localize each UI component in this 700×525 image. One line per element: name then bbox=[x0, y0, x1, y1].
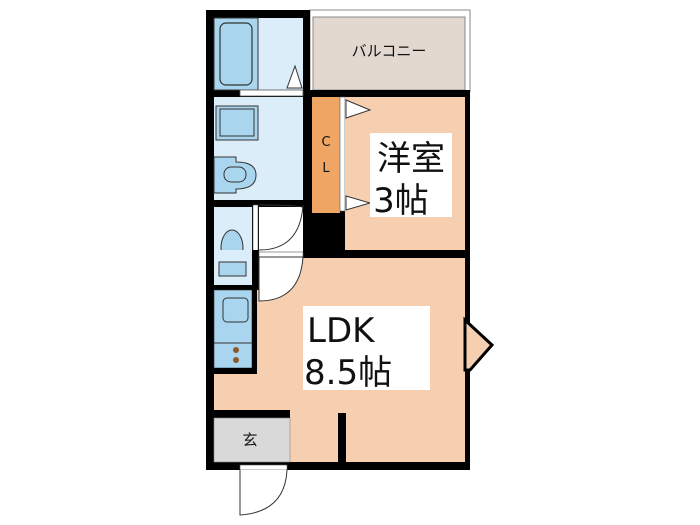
ldk-door bbox=[258, 251, 304, 258]
ldk-door-swing bbox=[258, 256, 304, 302]
wall bbox=[206, 368, 257, 374]
western-room-name: 洋室 bbox=[377, 139, 445, 179]
partition-wall bbox=[338, 413, 346, 470]
closet bbox=[312, 97, 340, 213]
western-room-size: 3帖 bbox=[373, 181, 429, 221]
closet-label-l: L bbox=[322, 161, 330, 176]
ldk-label-bg bbox=[303, 306, 430, 390]
closet-door-icon bbox=[345, 99, 372, 119]
entrance-label: 玄 bbox=[242, 431, 257, 449]
western-room-label-bg bbox=[370, 133, 452, 217]
balcony-label: バルコニー bbox=[352, 42, 427, 60]
toilet-tank-icon bbox=[218, 261, 247, 277]
closet-label-c: C bbox=[321, 135, 330, 150]
toilet-door bbox=[252, 204, 259, 254]
ldk-size: 8.5帖 bbox=[304, 353, 392, 393]
wall bbox=[252, 288, 257, 370]
hall bbox=[259, 207, 303, 258]
kitchen-sink bbox=[222, 297, 249, 323]
bathtub-inner bbox=[219, 22, 253, 86]
toilet-door-swing bbox=[258, 204, 304, 251]
ldk-name: LDK bbox=[307, 311, 376, 351]
bath-door-icon bbox=[286, 64, 303, 89]
wall bbox=[252, 250, 259, 290]
bath-door bbox=[239, 89, 304, 97]
entrance-door-swing bbox=[239, 469, 288, 516]
washbasin-inner bbox=[219, 108, 255, 137]
wall bbox=[206, 200, 258, 207]
wall bbox=[206, 410, 290, 418]
entrance-door bbox=[239, 464, 288, 471]
closet-door bbox=[339, 96, 346, 212]
closet-door-icon bbox=[345, 195, 372, 211]
stove-burner-icon bbox=[233, 347, 239, 353]
washing-machine-drum bbox=[223, 166, 247, 183]
stove-burner-icon bbox=[233, 357, 239, 363]
bay-window bbox=[463, 316, 495, 372]
entrance bbox=[213, 417, 291, 463]
balcony bbox=[312, 16, 466, 91]
